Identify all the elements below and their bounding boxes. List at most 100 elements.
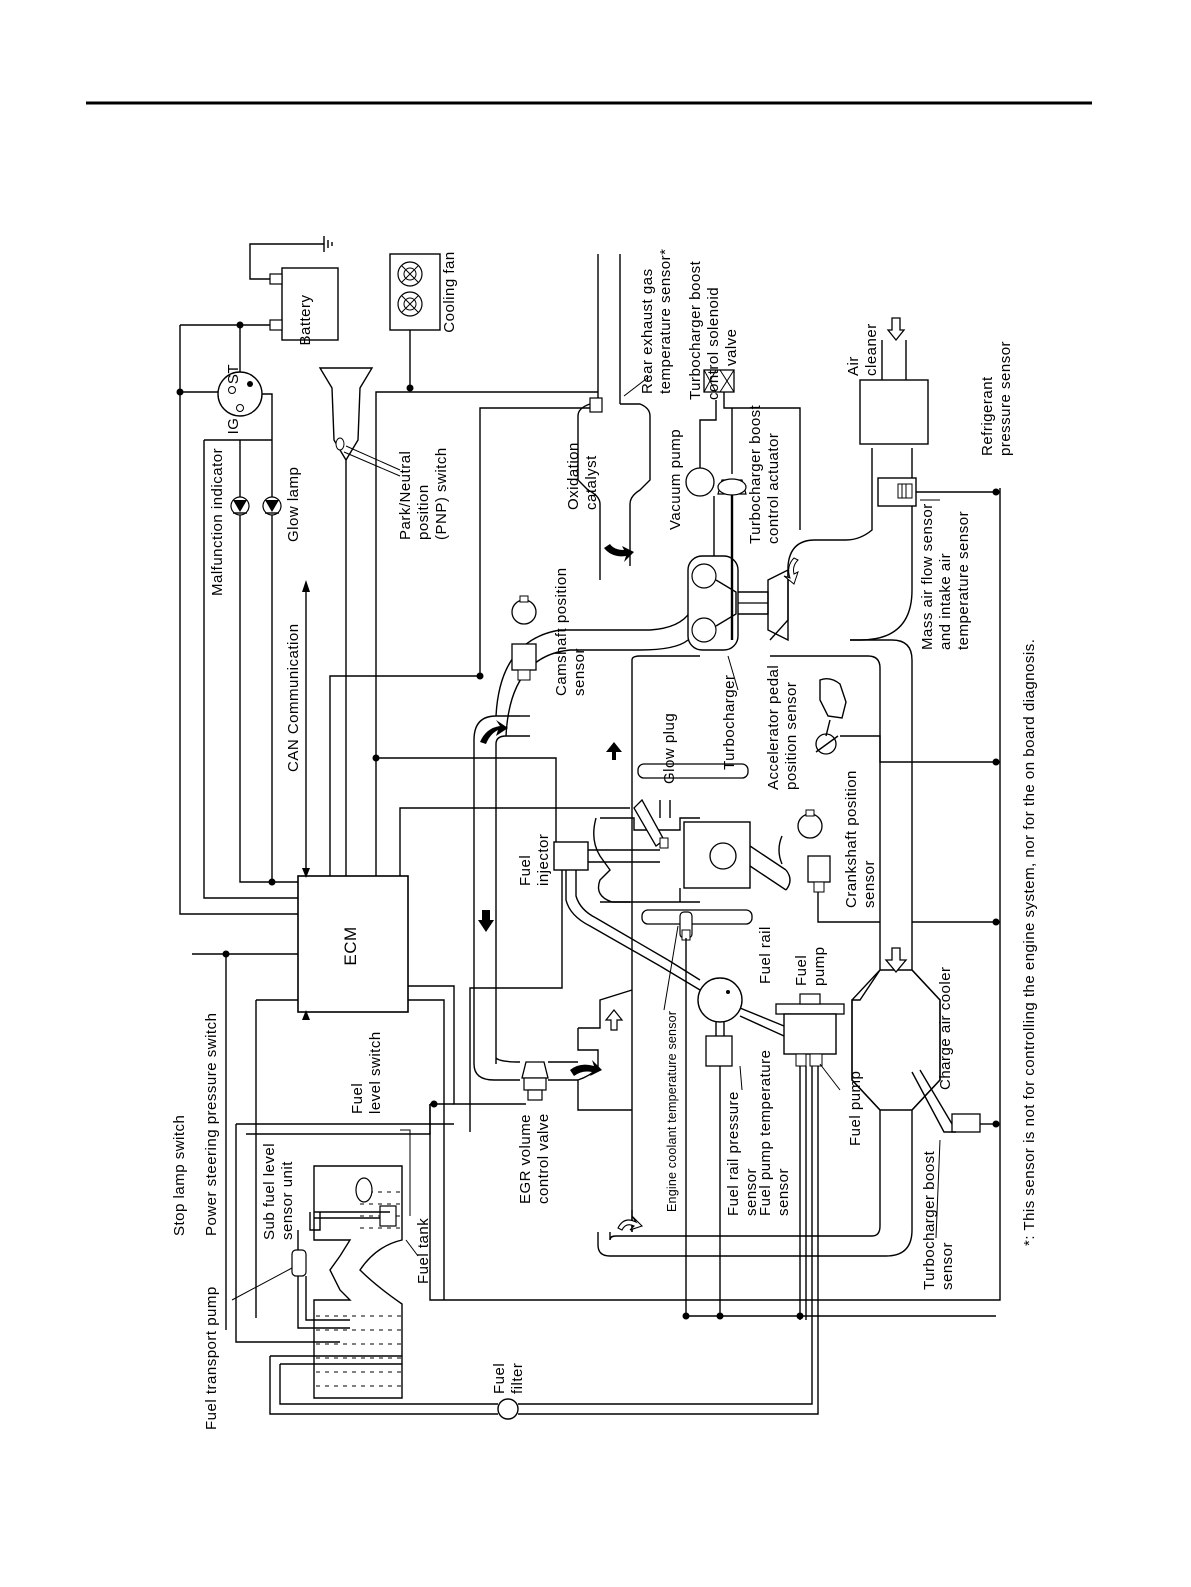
label-crankshaft-1: Crankshaft position: [843, 770, 860, 908]
exhaust-system: [495, 254, 799, 760]
label-glow-lamp: Glow lamp: [285, 467, 302, 542]
fuel-transport-pump: [291, 1249, 307, 1277]
exhaust-up-arrow: [606, 742, 622, 760]
label-st: ST: [225, 364, 242, 384]
glow-lamp: [262, 496, 282, 516]
air-cleaner: [859, 379, 929, 445]
leader-lines: [231, 375, 941, 1301]
label-ecm: ECM: [341, 926, 360, 965]
turbo-boost-sensor: [951, 1113, 981, 1133]
vacuum-pump: [685, 467, 715, 497]
label-fuel-pump-top-1: Fuel: [793, 955, 810, 986]
label-glow-plug: Glow plug: [661, 713, 678, 784]
egr-valve: [521, 1061, 549, 1079]
label-footnote: *: This sensor is not for controlling th…: [1021, 639, 1038, 1246]
label-camshaft-2: sensor: [571, 648, 588, 696]
fuel-injector: [553, 841, 589, 871]
label-stop-lamp-switch: Stop lamp switch: [171, 1115, 188, 1236]
turbocharger: [687, 555, 799, 651]
label-refrigerant-2: pressure sensor: [997, 341, 1014, 456]
label-fuel-rail-pressure-2: sensor: [743, 1168, 760, 1216]
label-fuel-pump-bottom: Fuel pump: [847, 1071, 864, 1146]
malfunction-indicator-lamp: [230, 496, 250, 516]
label-turbo-solenoid-2: control solenoid: [705, 287, 722, 400]
label-sub-fuel-level-1: Sub fuel level: [261, 1143, 278, 1240]
label-air-cleaner-1: Air: [845, 356, 862, 376]
label-pnp-switch-3: (PNP) switch: [433, 447, 450, 540]
label-vacuum-pump: Vacuum pump: [667, 429, 684, 530]
label-engine-coolant-sensor: Engine coolant temperature sensor: [665, 1011, 679, 1212]
label-sub-fuel-level-2: sensor unit: [279, 1161, 296, 1240]
label-fuel-injector-1: Fuel: [517, 855, 534, 886]
label-oxidation-catalyst-1: Oxidation: [565, 442, 582, 510]
label-charge-air-cooler: Charge air cooler: [937, 966, 954, 1090]
label-fuel-level-switch-1: Fuel: [349, 1083, 366, 1114]
intake-up-arrow: [604, 1009, 624, 1031]
label-malfunction-indicator: Malfunction indicator: [209, 448, 226, 596]
pnp-switch: [318, 367, 374, 462]
label-power-steering-switch: Power steering pressure switch: [203, 1013, 220, 1236]
egr-flow-arrow-right: [570, 1060, 602, 1076]
label-fuel-injector-2: injector: [535, 834, 552, 886]
egr-passage: [473, 715, 602, 1101]
intake-pipe-inner: [631, 655, 700, 1232]
exhaust-flow-arrow: [604, 544, 634, 562]
label-can-communication: CAN Communication: [285, 623, 302, 772]
crankshaft-position-sensor: [797, 809, 831, 893]
label-rear-exhaust-1: Rear exhaust gas: [639, 268, 656, 394]
label-pnp-switch-1: Park/Neutral: [397, 451, 414, 540]
label-air-cleaner-2: cleaner: [863, 323, 880, 376]
label-fuel-pump-temp-2: sensor: [775, 1168, 792, 1216]
label-accelerator-1: Accelerator pedal: [765, 665, 782, 790]
label-turbo-actuator-1: Turbocharger boost: [747, 404, 764, 544]
label-turbo-boost-sensor-2: sensor: [939, 1242, 956, 1290]
label-turbo-actuator-2: control actuator: [765, 433, 782, 544]
label-fuel-transport-pump: Fuel transport pump: [203, 1286, 220, 1430]
label-camshaft-1: Camshaft position: [553, 567, 570, 696]
engine-cylinder: [593, 763, 791, 925]
label-fuel-level-switch-2: level switch: [367, 1031, 384, 1114]
label-turbocharger: Turbocharger: [721, 675, 738, 771]
labels: Battery Cooling fan ST IG Malfunction in…: [171, 249, 1038, 1430]
vacuum-system: [685, 369, 801, 640]
fuel-rail-assembly: [659, 959, 785, 1067]
electrical-system: [176, 236, 1001, 1343]
label-fuel-rail: Fuel rail: [757, 926, 774, 984]
accelerator-pedal-sensor: [815, 677, 847, 755]
label-rear-exhaust-2: temperature sensor*: [657, 249, 674, 394]
turbo-solenoid-valve: [703, 369, 735, 393]
label-oxidation-catalyst-2: catalyst: [583, 455, 600, 510]
label-fuel-pump-top-2: pump: [811, 946, 828, 986]
fuel-pump-assembly: [775, 993, 845, 1320]
egr-flow-arrow-corner: [480, 720, 508, 744]
fuel-tank: [269, 1129, 819, 1420]
label-crankshaft-2: sensor: [861, 860, 878, 908]
label-maf-2: and intake air: [937, 553, 954, 650]
label-pnp-switch-2: position: [415, 484, 432, 540]
intake-curve-arrow: [617, 1215, 644, 1231]
fuel-filter: [497, 1398, 519, 1420]
label-fuel-rail-pressure-1: Fuel rail pressure: [725, 1091, 742, 1216]
intake-manifold: [577, 989, 644, 1231]
label-accelerator-2: position sensor: [783, 682, 800, 790]
air-inlet-arrow: [886, 317, 906, 342]
label-fuel-filter-2: filter: [509, 1363, 526, 1394]
label-maf-3: temperature sensor: [955, 511, 972, 650]
compressor-flow-arrow: [783, 557, 799, 585]
fuel-rail-pressure-sensor: [705, 1035, 733, 1067]
label-fuel-pump-temp-1: Fuel pump temperature: [757, 1050, 774, 1216]
label-maf-1: Mass air flow sensor: [919, 503, 936, 650]
fuel-rail: [697, 977, 743, 1023]
label-turbo-boost-sensor-1: Turbocharger boost: [921, 1150, 938, 1290]
intake-flow-arrow: [884, 947, 908, 974]
label-ig: IG: [225, 418, 242, 435]
label-fuel-filter-1: Fuel: [491, 1363, 508, 1394]
label-battery: Battery: [297, 294, 314, 345]
label-refrigerant-1: Refrigerant: [979, 376, 996, 456]
camshaft-position-sensor: [511, 595, 537, 681]
intake-pipe-outer: [597, 639, 941, 1257]
ecm: [297, 875, 409, 1013]
air-intake-system: [597, 317, 941, 1257]
label-fuel-tank: Fuel tank: [415, 1218, 432, 1284]
